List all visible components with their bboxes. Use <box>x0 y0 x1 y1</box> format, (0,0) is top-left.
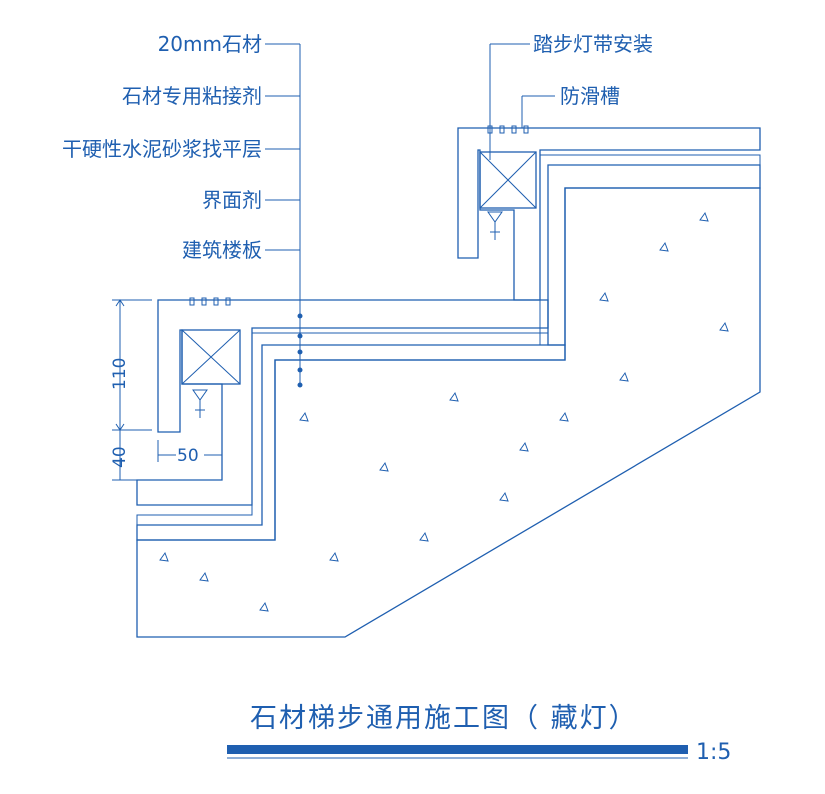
label-stone-20mm: 20mm石材 <box>158 32 262 56</box>
label-mortar-layer: 干硬性水泥砂浆找平层 <box>62 137 262 161</box>
title-underline-bar <box>227 745 688 754</box>
horizontal-dimension <box>157 440 223 462</box>
upper-tread-layers <box>457 125 761 346</box>
dimension-50: 50 <box>177 446 199 466</box>
dimension-110: 110 <box>110 358 130 390</box>
label-anti-slip-groove: 防滑槽 <box>560 84 620 108</box>
lower-tread-layers <box>136 297 566 541</box>
drawing-title: 石材梯步通用施工图（ 藏灯） <box>250 703 638 734</box>
label-floor-slab: 建筑楼板 <box>182 238 262 262</box>
label-light-strip: 踏步灯带安装 <box>533 32 653 56</box>
drawing-scale: 1:5 <box>696 740 731 765</box>
dimension-40: 40 <box>110 446 130 468</box>
right-leaders <box>489 43 555 160</box>
left-leaders <box>265 43 303 388</box>
label-stone-adhesive: 石材专用粘接剂 <box>122 84 262 108</box>
label-interface-agent: 界面剂 <box>202 188 262 212</box>
vertical-dimension <box>112 299 152 481</box>
